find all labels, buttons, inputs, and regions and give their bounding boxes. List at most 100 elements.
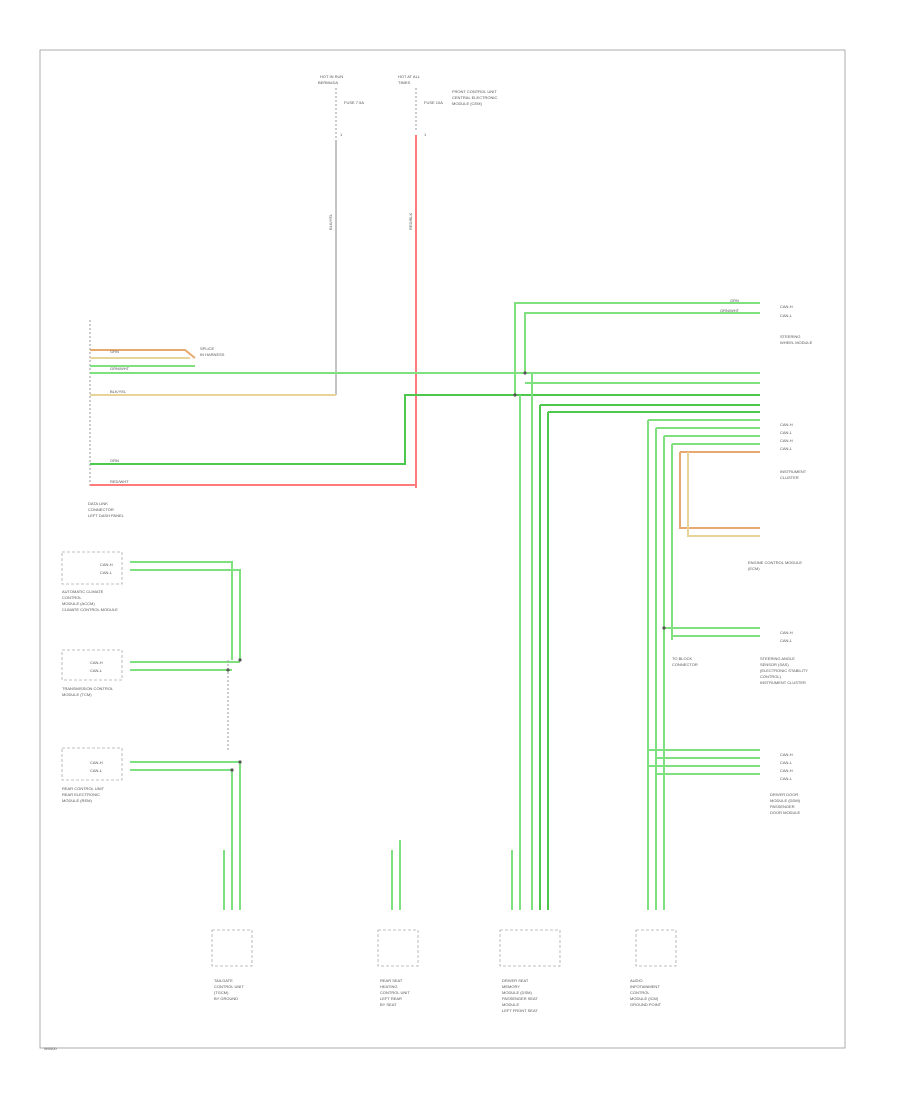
tgcm-box <box>211 929 253 967</box>
rear-seat-box <box>377 929 419 967</box>
icm-label-4: MODULE (ICM) <box>630 996 659 1001</box>
dlc-label-2: CONNECTOR <box>88 507 114 512</box>
rem-wire-l <box>130 769 233 910</box>
footer-code: W0000 <box>44 1046 57 1051</box>
icm-label-5: GROUND POINT <box>630 1002 662 1007</box>
sas-pin-2: CAN-L <box>780 638 793 643</box>
dlc-canl-wire <box>90 394 760 465</box>
dlc-wire-label-5: RED/WHT <box>110 479 129 484</box>
door-pin-1: CAN-H <box>780 752 793 757</box>
dsm-box <box>499 929 561 967</box>
sw-label-2: WHEEL MODULE <box>780 340 813 345</box>
dlc-wire-label-1: GRN <box>110 349 119 354</box>
dlc-wire-label-3: BLK/YEL <box>110 389 127 394</box>
splice-dot <box>238 658 242 662</box>
dlc-label-3: LEFT DASH PANEL <box>88 513 125 518</box>
rear-seat-label-3: CONTROL UNIT <box>380 990 410 995</box>
door-label-4: DOOR MODULE <box>770 810 801 815</box>
splice-label-a: SPLICE <box>200 346 215 351</box>
trunk-steering-h <box>514 302 760 395</box>
ecm-label-2: (ECM) <box>748 566 760 571</box>
accm-label-1: AUTOMATIC CLIMATE <box>62 589 104 594</box>
tcm-pin-2: CAN-L <box>90 668 103 673</box>
dsm-label-1: DRIVER SEAT <box>502 978 529 983</box>
splice-dot <box>513 393 517 397</box>
fuse-2-wire-label: RED/BLK <box>408 213 413 230</box>
dsm-label-5: MODULE <box>502 1002 519 1007</box>
door-pin-4: CAN-L <box>780 776 793 781</box>
fuse-2-title: HOT AT ALL <box>398 74 421 79</box>
tgcm-label-3: (TGCM) <box>214 990 229 995</box>
door-label-2: MODULE (DDM) <box>770 798 801 803</box>
fuse-1-rating: FUSE 7.5A <box>344 100 364 105</box>
dlc-wire-label-4: GRN <box>110 458 119 463</box>
sas-pin-1: CAN-H <box>780 630 793 635</box>
dsm-label-4: PASSENGER SEAT <box>502 996 538 1001</box>
door-label-3: PASSENGER <box>770 804 795 809</box>
door-pin-2: CAN-L <box>780 760 793 765</box>
top-fuse-1: HOT IN RUN BERMUDA FUSE 7.5A 1 <box>318 74 364 140</box>
top-fuse-2: HOT AT ALL TIMES FUSE 10A 1 <box>398 74 443 137</box>
accm-wire-h <box>130 561 233 660</box>
icm-label-2: INFOTAINMENT <box>630 984 660 989</box>
data-link-connector: DATA LINK CONNECTOR LEFT DASH PANEL <box>88 320 125 518</box>
sas-label-1: STEERING ANGLE <box>760 656 795 661</box>
splice-label-b: IN HARNESS <box>200 352 225 357</box>
splice-dot <box>238 760 242 764</box>
ic-label-2: CLUSTER <box>780 475 799 480</box>
trunk-steering-l <box>524 312 760 373</box>
rem-label-2: REAR ELECTRONIC <box>62 792 100 797</box>
top-right-label-1: FRONT CONTROL UNIT <box>452 89 497 94</box>
accm-module: CAN-H CAN-L AUTOMATIC CLIMATE CONTROL MO… <box>61 551 123 612</box>
bottom-module-icm: AUDIO INFOTAINMENT CONTROL MODULE (ICM) … <box>630 929 677 1007</box>
dsm-label-3: MODULE (DSM) <box>502 990 532 995</box>
splice-dot <box>230 768 234 772</box>
fuse-2-sub: TIMES <box>398 80 411 85</box>
rear-seat-label-1: REAR SEAT <box>380 978 403 983</box>
diagram-frame <box>39 49 846 1049</box>
accm-label-2: CONTROL <box>62 595 82 600</box>
fuse-2-rating: FUSE 10A <box>424 100 443 105</box>
rem-pin-1: CAN-H <box>90 760 103 765</box>
rem-module: CAN-H CAN-L REAR CONTROL UNIT REAR ELECT… <box>61 747 123 803</box>
splice-dot <box>226 668 230 672</box>
tcm-label-2: MODULE (TCM) <box>62 692 92 697</box>
dsm-label-6: LEFT FRONT SEAT <box>502 1008 538 1013</box>
splice-dot <box>523 371 527 375</box>
rem-box <box>61 747 123 781</box>
dlc-label-1: DATA LINK <box>88 501 108 506</box>
door-label-1: DRIVER DOOR <box>770 792 798 797</box>
ic-pin-4: CAN-L <box>780 446 793 451</box>
door-pin-3: CAN-H <box>780 768 793 773</box>
dsm-label-2: MEMORY <box>502 984 520 989</box>
rem-pin-2: CAN-L <box>90 768 103 773</box>
tcm-pin-1: CAN-H <box>90 660 103 665</box>
sw-pin-1: CAN-H <box>780 304 793 309</box>
accm-pin-2: CAN-L <box>100 570 113 575</box>
fuse-2-pin: 1 <box>424 132 427 137</box>
bottom-module-dsm: DRIVER SEAT MEMORY MODULE (DSM) PASSENGE… <box>499 850 561 1013</box>
sas-label-2: SENSOR (SAS) <box>760 662 789 667</box>
ecm-label-1: ENGINE CONTROL MODULE <box>748 560 802 565</box>
fuse-1-title: HOT IN RUN <box>320 74 343 79</box>
accm-box <box>61 551 123 585</box>
ecm-wire-1 <box>679 451 760 529</box>
tgcm-label-1: TAILGATE <box>214 978 233 983</box>
icm-label-3: CONTROL <box>630 990 650 995</box>
sw-wire-label-2: GRN/WHT <box>720 308 740 313</box>
rem-label-3: MODULE (REM) <box>62 798 92 803</box>
fuse-1-wire-label: BLK/YEL <box>328 213 333 230</box>
ic-label-1: INSTRUMENT <box>780 469 807 474</box>
fuse-1-sub: BERMUDA <box>318 80 338 85</box>
icm-label-1: AUDIO <box>630 978 643 983</box>
icm-box <box>635 929 677 967</box>
fuse-1-pin: 1 <box>340 132 343 137</box>
accm-wire-l <box>130 569 241 660</box>
tcm-box <box>61 649 123 681</box>
sas-label-3: (ELECTRONIC STABILITY <box>760 668 808 673</box>
tgcm-label-4: BY GROUND <box>214 996 238 1001</box>
accm-label-4: CLIMATE CONTROL MODULE <box>62 607 118 612</box>
accm-label-3: MODULE (ACCM) <box>62 601 95 606</box>
rem-label-1: REAR CONTROL UNIT <box>62 786 105 791</box>
